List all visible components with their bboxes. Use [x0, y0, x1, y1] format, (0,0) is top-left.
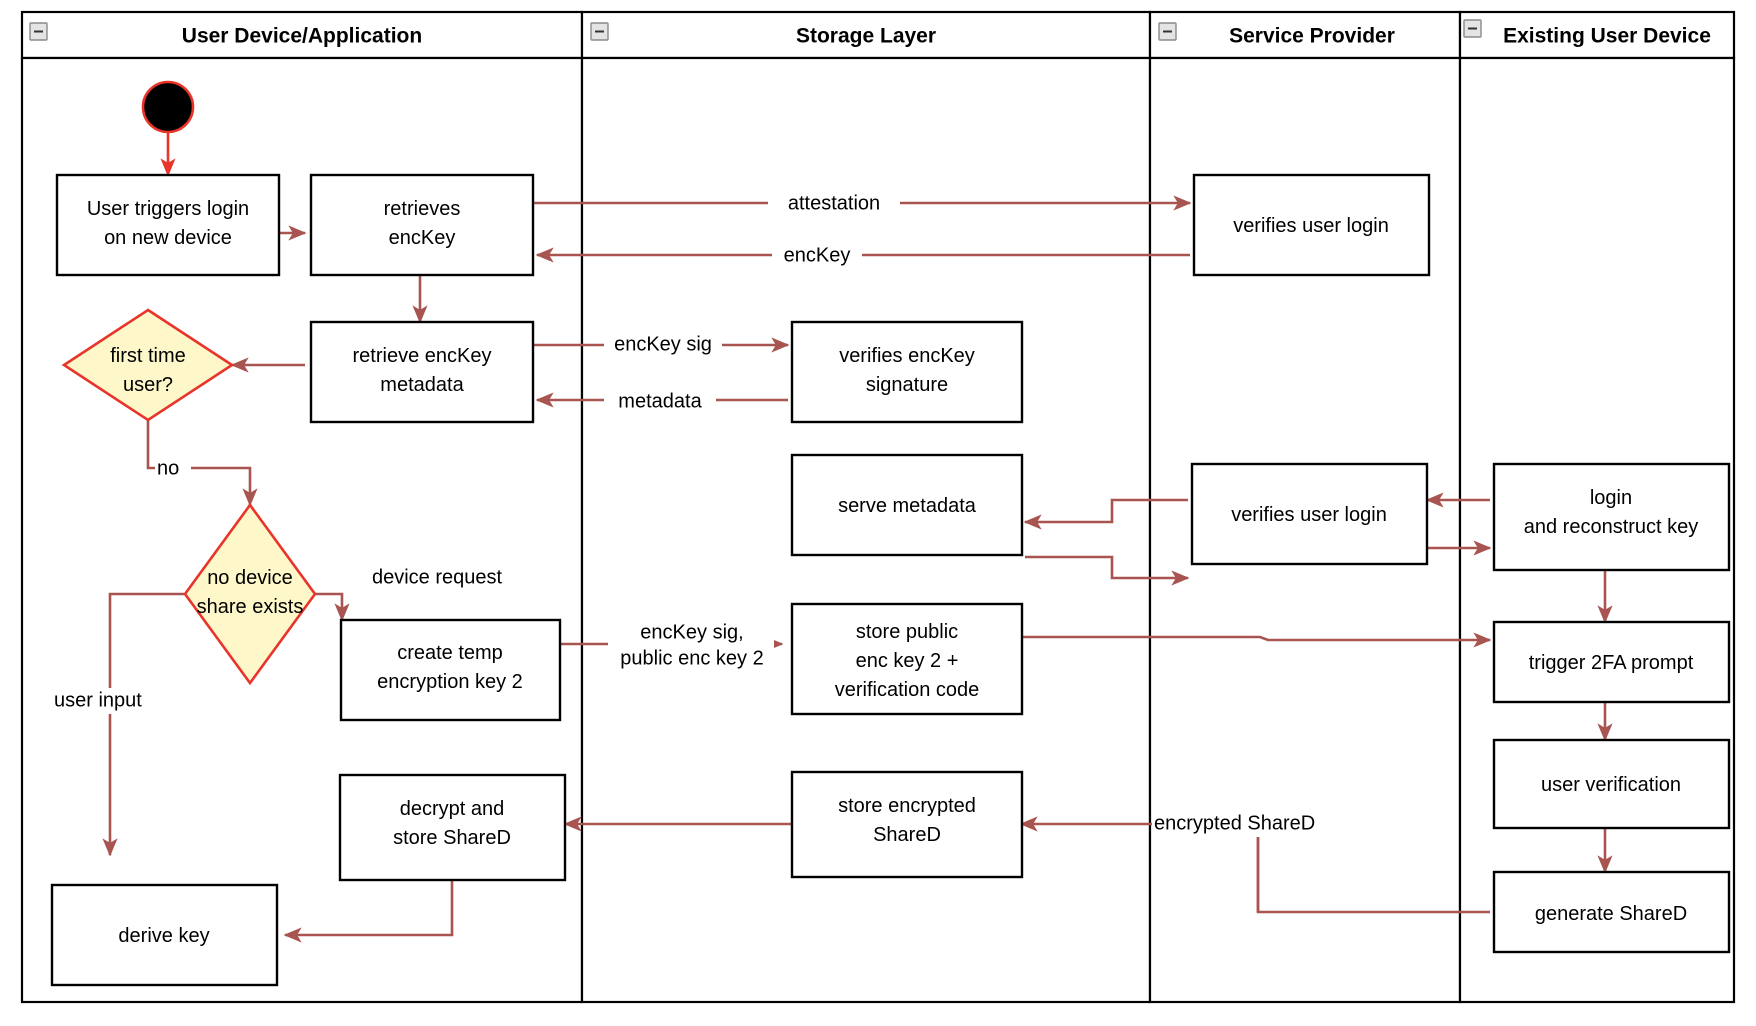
activity-label-line: retrieve encKey	[353, 345, 492, 367]
lane-title-user-device: User Device/Application	[182, 25, 422, 48]
flow-b3-to-d2	[1022, 632, 1492, 648]
activity-label-line: on new device	[104, 227, 232, 249]
decision-label-line: user?	[123, 374, 173, 396]
activity-label-line: user verification	[1541, 774, 1681, 796]
activity-label-line: verifies user login	[1231, 504, 1387, 526]
svg-text:encKey: encKey	[784, 244, 851, 266]
flow-b2-to-c2	[1025, 555, 1190, 586]
activity-label-line: and reconstruct key	[1524, 516, 1699, 538]
decision-label-line: no device	[207, 567, 293, 589]
activity-label-line: enc key 2 +	[856, 650, 959, 672]
activity-label-line: verifies encKey	[839, 345, 975, 367]
svg-text:no: no	[157, 457, 179, 479]
activity-label-line: signature	[866, 374, 948, 396]
decision-node-first-time-user[interactable]: first time user?	[61, 308, 235, 422]
activity-label-line: store encrypted	[838, 795, 976, 817]
flow-dec2-to-a6-user-input	[102, 592, 184, 857]
activity-node-derive-key[interactable]: derive key	[50, 883, 279, 987]
decision-label-line: first time	[110, 345, 186, 367]
edge-label-encrypted-shared: encrypted ShareD	[1152, 811, 1340, 837]
activity-node-retrieve-enckey-metadata[interactable]: retrieve encKey metadata	[309, 320, 535, 424]
activity-node-verifies-enckey-signature[interactable]: verifies encKey signature	[790, 320, 1024, 424]
activity-label-line: verifies user login	[1233, 215, 1389, 237]
svg-text:encKey sig: encKey sig	[614, 333, 712, 355]
collapse-minus-icon[interactable]	[1463, 19, 1482, 38]
initial-node[interactable]	[141, 80, 195, 134]
activity-node-verifies-user-login-top[interactable]: verifies user login	[1192, 173, 1431, 277]
activity-label-line: serve metadata	[838, 495, 977, 517]
svg-text:public enc key 2: public enc key 2	[620, 647, 763, 669]
svg-text:user input: user input	[54, 689, 142, 711]
svg-text:encrypted ShareD: encrypted ShareD	[1154, 812, 1315, 834]
activity-node-generate-shared[interactable]: generate ShareD	[1492, 870, 1731, 954]
lane-header-user-device	[20, 10, 584, 60]
activity-node-serve-metadata[interactable]: serve metadata	[790, 453, 1024, 557]
activity-node-user-verification[interactable]: user verification	[1492, 738, 1731, 830]
flow-c2-to-b2	[1023, 498, 1188, 530]
activity-label-line: decrypt and	[400, 798, 505, 820]
activity-node-create-temp-encryption-key[interactable]: create temp encryption key 2	[339, 618, 562, 722]
activity-node-user-triggers-login[interactable]: User triggers login on new device	[55, 173, 281, 277]
activity-node-retrieves-enckey[interactable]: retrieves encKey	[309, 173, 535, 277]
decision-node-no-device-share-exists[interactable]: no device share exists	[183, 502, 317, 686]
activity-label-line: create temp	[397, 642, 503, 664]
lane-title-storage-layer: Storage Layer	[796, 25, 936, 48]
activity-label-line: store ShareD	[393, 827, 511, 849]
edge-label-attestation: attestation	[768, 190, 900, 216]
activity-label-line: encKey	[389, 227, 456, 249]
edge-label-enckey-sig: encKey sig	[604, 332, 722, 358]
lane-header-service-provider	[1148, 10, 1462, 60]
activity-label-line: login	[1590, 487, 1632, 509]
activity-node-verifies-user-login-middle[interactable]: verifies user login	[1190, 462, 1429, 566]
activity-label-line: encryption key 2	[377, 671, 523, 693]
activity-node-login-and-reconstruct-key[interactable]: login and reconstruct key	[1492, 462, 1731, 572]
flow-dec2-to-a4-device-request	[315, 592, 350, 622]
collapse-minus-icon[interactable]	[1158, 22, 1177, 41]
lane-header-existing-device	[1458, 10, 1736, 60]
activity-label-line: trigger 2FA prompt	[1529, 652, 1694, 674]
svg-text:device request: device request	[372, 566, 503, 588]
flow-dec1-to-dec2-no	[146, 420, 258, 507]
collapse-minus-icon[interactable]	[29, 22, 48, 41]
edge-label-metadata: metadata	[604, 389, 716, 415]
activity-node-trigger-2fa-prompt[interactable]: trigger 2FA prompt	[1492, 620, 1731, 704]
edge-label-no: no	[155, 457, 191, 481]
activity-label-line: retrieves	[384, 198, 461, 220]
edge-label-enckey-sig-public-enc-key-2: encKey sig, public enc key 2	[608, 619, 774, 671]
activity-label-line: generate ShareD	[1535, 903, 1687, 925]
lane-title-existing-device: Existing User Device	[1503, 25, 1711, 48]
activity-label-line: User triggers login	[87, 198, 249, 220]
activity-label-line: verification code	[835, 679, 980, 701]
decision-label-line: share exists	[197, 596, 304, 618]
activity-label-line: store public	[856, 621, 958, 643]
edge-label-user-input: user input	[50, 688, 168, 714]
svg-text:attestation: attestation	[788, 192, 880, 214]
lane-header-storage-layer	[580, 10, 1152, 60]
edge-label-enckey: encKey	[772, 243, 862, 269]
flow-a5-to-a6	[283, 880, 454, 943]
lane-title-service-provider: Service Provider	[1229, 25, 1395, 48]
svg-text:metadata: metadata	[618, 390, 702, 412]
activity-node-store-public-enc-key[interactable]: store public enc key 2 + verification co…	[790, 602, 1024, 716]
collapse-minus-icon[interactable]	[590, 22, 609, 41]
edge-label-device-request: device request	[355, 565, 523, 591]
activity-label-line: metadata	[380, 374, 464, 396]
activity-label-line: ShareD	[873, 824, 941, 846]
activity-node-store-encrypted-shared[interactable]: store encrypted ShareD	[790, 770, 1024, 879]
activity-node-decrypt-and-store-shared[interactable]: decrypt and store ShareD	[338, 773, 567, 882]
activity-label-line: derive key	[118, 925, 209, 947]
svg-text:encKey sig,: encKey sig,	[640, 621, 743, 643]
